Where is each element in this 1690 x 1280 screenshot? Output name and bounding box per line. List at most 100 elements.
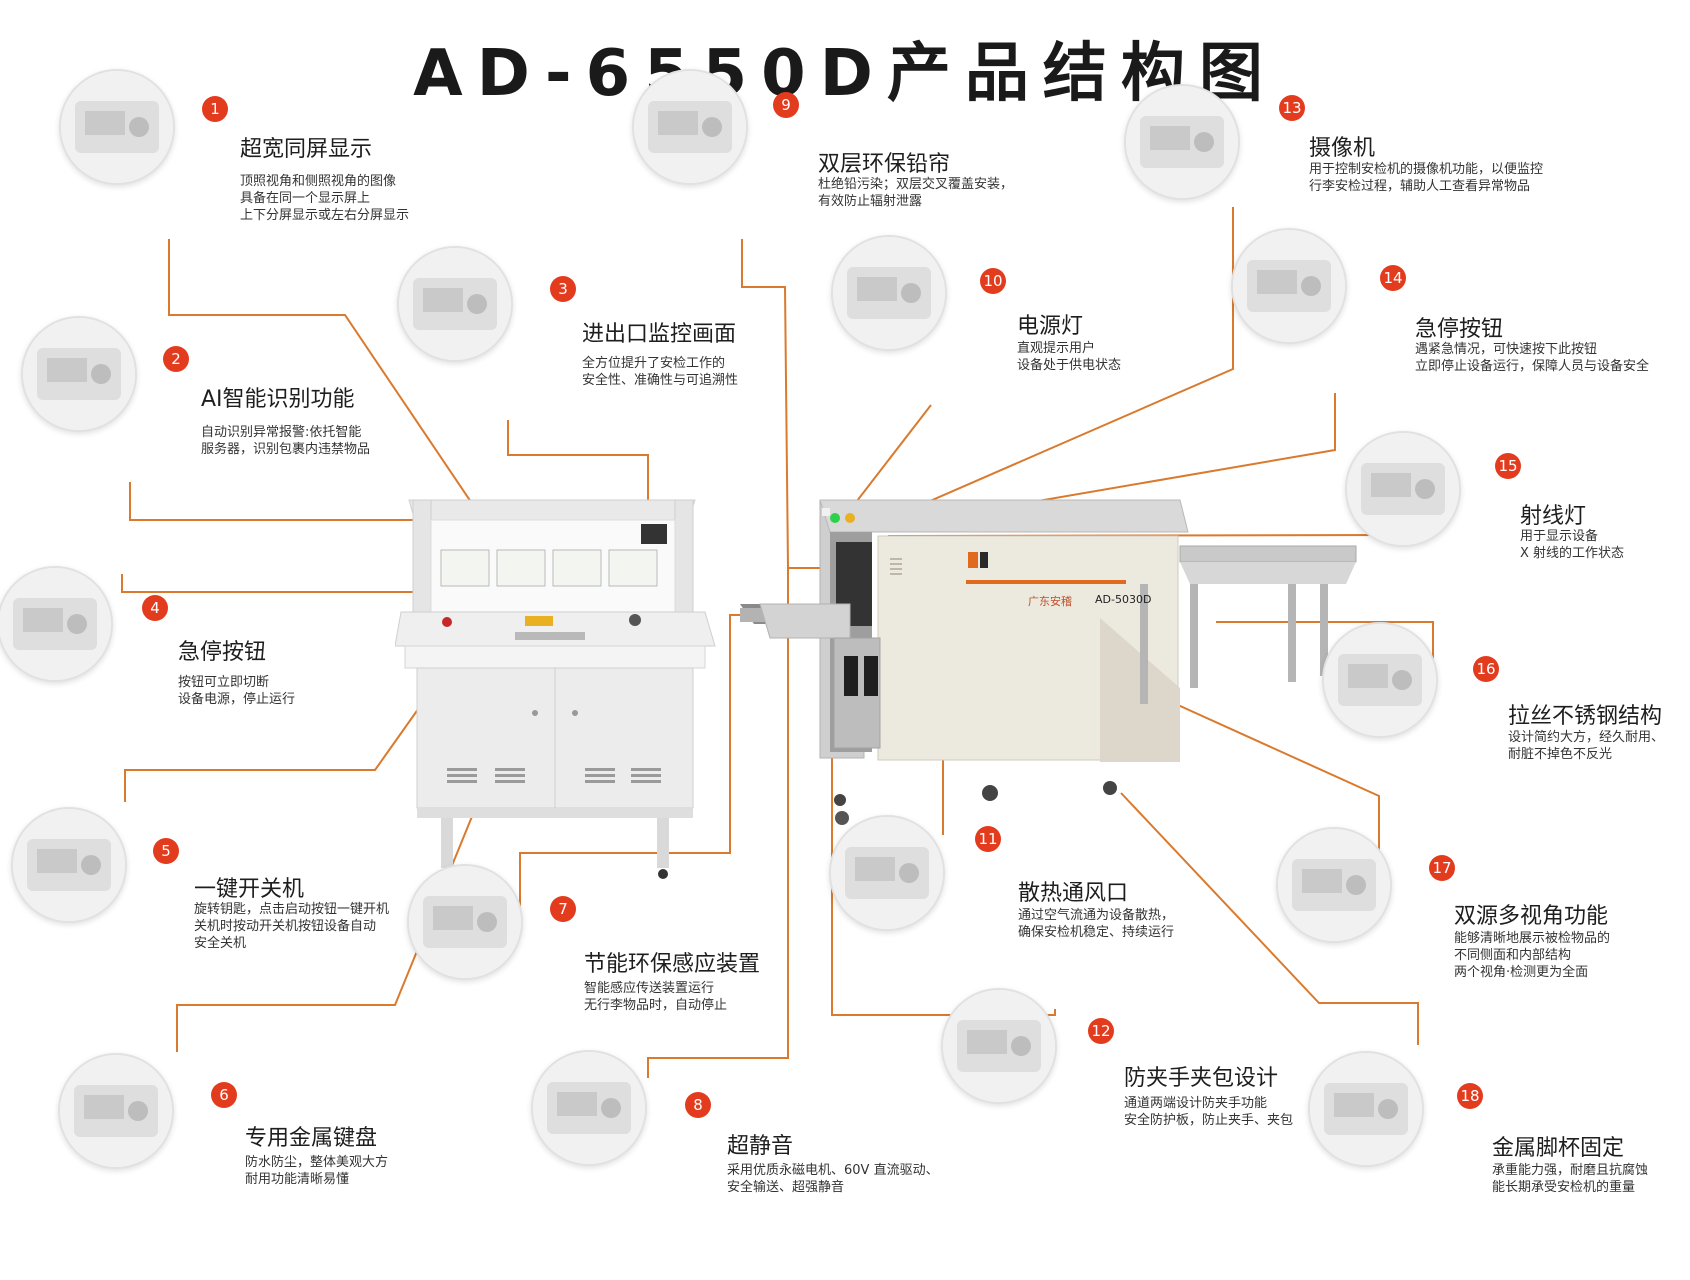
leader-line-18	[1120, 792, 1419, 1045]
description-line: 能够清晰地展示被检物品的	[1454, 931, 1611, 946]
description-line: 设备电源，停止运行	[178, 692, 296, 707]
description-line: 直观提示用户	[1017, 341, 1096, 356]
leader-line-10	[849, 404, 932, 511]
callout-7-number-badge: 7	[550, 896, 576, 922]
callout-2-number-badge: 2	[163, 346, 189, 372]
callout-17-thumbnail	[1276, 827, 1392, 943]
leader-line-1	[168, 239, 501, 546]
callout-9-thumbnail	[632, 69, 748, 185]
description-line: 安全关机	[194, 936, 247, 951]
callout-8-description: 采用优质永磁电机、60V 直流驱动、安全输送、超强静音	[727, 1162, 939, 1196]
callout-10-thumbnail	[831, 235, 947, 351]
callout-8-title: 超静音	[727, 1134, 794, 1159]
callout-12-number-badge: 12	[1088, 1018, 1114, 1044]
leader-line-13	[874, 207, 1234, 526]
callout-9-description: 杜绝铅污染；双层交叉覆盖安装，有效防止辐射泄露	[818, 176, 1013, 210]
callout-2-thumbnail	[21, 316, 137, 432]
callout-13-number-badge: 13	[1279, 95, 1305, 121]
callout-11-number-badge: 11	[975, 826, 1001, 852]
operator-console	[395, 499, 716, 879]
leader-line-3	[507, 420, 649, 520]
callout-11-title: 散热通风口	[1018, 881, 1129, 906]
description-line: 上下分屏显示或左右分屏显示	[240, 208, 410, 223]
machine-brand-label: 广东安稽	[1028, 595, 1072, 608]
description-line: 安全性、准确性与可追溯性	[582, 373, 739, 388]
callout-18-thumbnail	[1308, 1051, 1424, 1167]
description-line: 关机时按动开关机按钮设备自动	[194, 919, 377, 934]
description-line: 行李安检过程，辅助人工查看异常物品	[1309, 179, 1531, 194]
leader-line-12	[831, 683, 1056, 1016]
callout-16-description: 设计简约大方，经久耐用、耐脏不掉色不反光	[1508, 729, 1664, 763]
callout-18-description: 承重能力强，耐磨且抗腐蚀能长期承受安检机的重量	[1492, 1162, 1648, 1196]
description-line: X 射线的工作状态	[1520, 546, 1625, 561]
callout-16-title: 拉丝不锈钢结构	[1508, 704, 1663, 729]
callout-9-title: 双层环保铅帘	[818, 152, 951, 177]
description-line: 承重能力强，耐磨且抗腐蚀	[1492, 1163, 1649, 1178]
callout-4-number-badge: 4	[142, 595, 168, 621]
description-line: 立即停止设备运行，保障人员与设备安全	[1415, 359, 1650, 374]
callout-4-thumbnail	[0, 566, 113, 682]
callout-1-number-badge: 1	[202, 96, 228, 122]
callout-10-title: 电源灯	[1017, 314, 1084, 339]
callout-14-number-badge: 14	[1380, 265, 1406, 291]
callout-2-title: AI智能识别功能	[201, 387, 355, 412]
machine-model-label: AD-5030D	[1095, 593, 1152, 606]
callout-7-thumbnail	[407, 864, 523, 980]
callout-15-title: 射线灯	[1520, 504, 1587, 529]
description-line: 设备处于供电状态	[1017, 358, 1122, 373]
callout-3-description: 全方位提升了安检工作的安全性、准确性与可追溯性	[582, 355, 738, 389]
callout-3-title: 进出口监控画面	[582, 322, 737, 347]
callout-13-thumbnail	[1124, 84, 1240, 200]
description-line: 安全防护板，防止夹手、夹包	[1124, 1113, 1294, 1128]
description-line: 通道两端设计防夹手功能	[1124, 1096, 1268, 1111]
callout-7-description: 智能感应传送装置运行无行李物品时，自动停止	[584, 980, 727, 1014]
callout-1-thumbnail	[59, 69, 175, 185]
description-line: 安全输送、超强静音	[727, 1180, 845, 1195]
callout-8-number-badge: 8	[685, 1092, 711, 1118]
description-line: 确保安检机稳定、持续运行	[1018, 925, 1175, 940]
description-line: 全方位提升了安检工作的	[582, 356, 726, 371]
callout-6-thumbnail	[58, 1053, 174, 1169]
callout-15-thumbnail	[1345, 431, 1461, 547]
callout-5-thumbnail	[11, 807, 127, 923]
callout-11-thumbnail	[829, 815, 945, 931]
callout-13-description: 用于控制安检机的摄像机功能，以便监控行李安检过程，辅助人工查看异常物品	[1309, 161, 1543, 195]
callout-18-number-badge: 18	[1457, 1083, 1483, 1109]
description-line: 杜绝铅污染；双层交叉覆盖安装，	[818, 177, 1014, 192]
description-line: 用于显示设备	[1520, 529, 1599, 544]
callout-3-thumbnail	[397, 246, 513, 362]
description-line: 具备在同一个显示屏上	[240, 191, 371, 206]
callout-6-number-badge: 6	[211, 1082, 237, 1108]
callout-12-thumbnail	[941, 988, 1057, 1104]
description-line: 不同侧面和内部结构	[1454, 948, 1572, 963]
description-line: 两个视角·检测更为全面	[1454, 965, 1589, 980]
callout-5-description: 旋转钥匙，点击启动按钮一键开机关机时按动开关机按钮设备自动安全关机	[194, 901, 389, 952]
callout-2-description: 自动识别异常报警:依托智能服务器，识别包裹内违禁物品	[201, 424, 370, 458]
callout-11-description: 通过空气流通为设备散热， 确保安检机稳定、持续运行	[1018, 907, 1174, 941]
description-line: 无行李物品时，自动停止	[584, 998, 728, 1013]
description-line: 顶照视角和侧照视角的图像	[240, 174, 397, 189]
callout-17-number-badge: 17	[1429, 855, 1455, 881]
callout-6-title: 专用金属键盘	[245, 1126, 378, 1151]
description-line: 耐脏不掉色不反光	[1508, 747, 1613, 762]
callout-10-description: 直观提示用户设备处于供电状态	[1017, 340, 1121, 374]
callout-15-number-badge: 15	[1495, 453, 1521, 479]
callout-10-number-badge: 10	[980, 268, 1006, 294]
callout-12-description: 通道两端设计防夹手功能安全防护板，防止夹手、夹包	[1124, 1095, 1293, 1129]
xray-machine	[740, 499, 1357, 825]
description-line: 遇紧急情况，可快速按下此按钮	[1415, 342, 1598, 357]
callout-14-description: 遇紧急情况，可快速按下此按钮立即停止设备运行，保障人员与设备安全	[1415, 341, 1649, 375]
callout-15-description: 用于显示设备 X 射线的工作状态	[1520, 528, 1624, 562]
callout-5-number-badge: 5	[153, 838, 179, 864]
callout-14-title: 急停按钮	[1415, 317, 1504, 342]
description-line: 采用优质永磁电机、60V 直流驱动、	[727, 1163, 939, 1178]
description-line: 通过空气流通为设备散热，	[1018, 908, 1175, 923]
callout-9-number-badge: 9	[773, 92, 799, 118]
description-line: 自动识别异常报警:依托智能	[201, 425, 362, 440]
callout-14-thumbnail	[1231, 228, 1347, 344]
callout-7-title: 节能环保感应装置	[584, 952, 761, 977]
description-line: 耐用功能清晰易懂	[245, 1172, 350, 1187]
description-line: 旋转钥匙，点击启动按钮一键开机	[194, 902, 390, 917]
callout-17-title: 双源多视角功能	[1454, 904, 1609, 929]
callout-17-description: 能够清晰地展示被检物品的不同侧面和内部结构两个视角·检测更为全面	[1454, 930, 1610, 981]
